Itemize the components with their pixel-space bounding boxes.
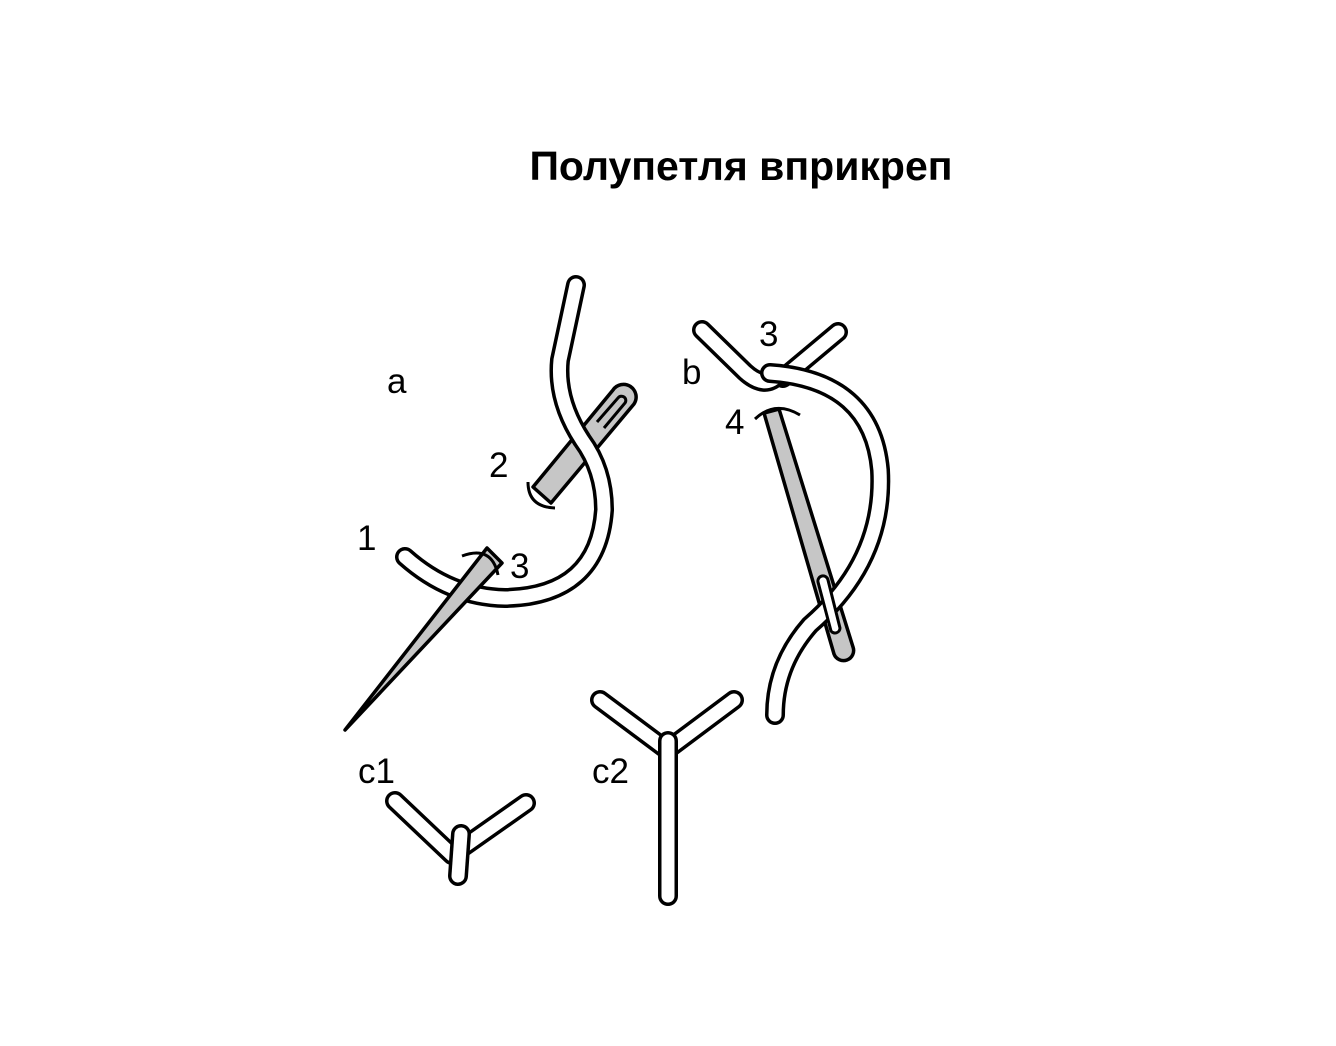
label-b-4: 4 — [725, 403, 744, 442]
arrow-arc-4 — [753, 407, 801, 421]
panel-c1: c1 — [358, 752, 536, 886]
label-c1: c1 — [358, 752, 395, 791]
diagram-title: Полупетля вприкреп — [529, 143, 952, 189]
arrow-arc-2 — [526, 481, 556, 510]
panel-c2: c2 — [590, 690, 744, 906]
label-b-3: 3 — [759, 315, 778, 354]
needle-eye-b — [816, 574, 842, 635]
panel-a: a 2 1 3 — [343, 275, 638, 732]
label-b: b — [682, 353, 701, 392]
label-a-2: 2 — [489, 446, 508, 485]
arrow-arc-3 — [461, 551, 500, 576]
panel-b: b 3 4 — [682, 315, 891, 725]
label-c2: c2 — [592, 752, 629, 791]
thread-a — [395, 275, 614, 608]
label-a-1: 1 — [357, 519, 376, 558]
label-a-3: 3 — [510, 547, 529, 586]
thread-b — [760, 363, 891, 725]
needle-tip-a — [343, 546, 504, 732]
label-a: a — [387, 362, 407, 401]
